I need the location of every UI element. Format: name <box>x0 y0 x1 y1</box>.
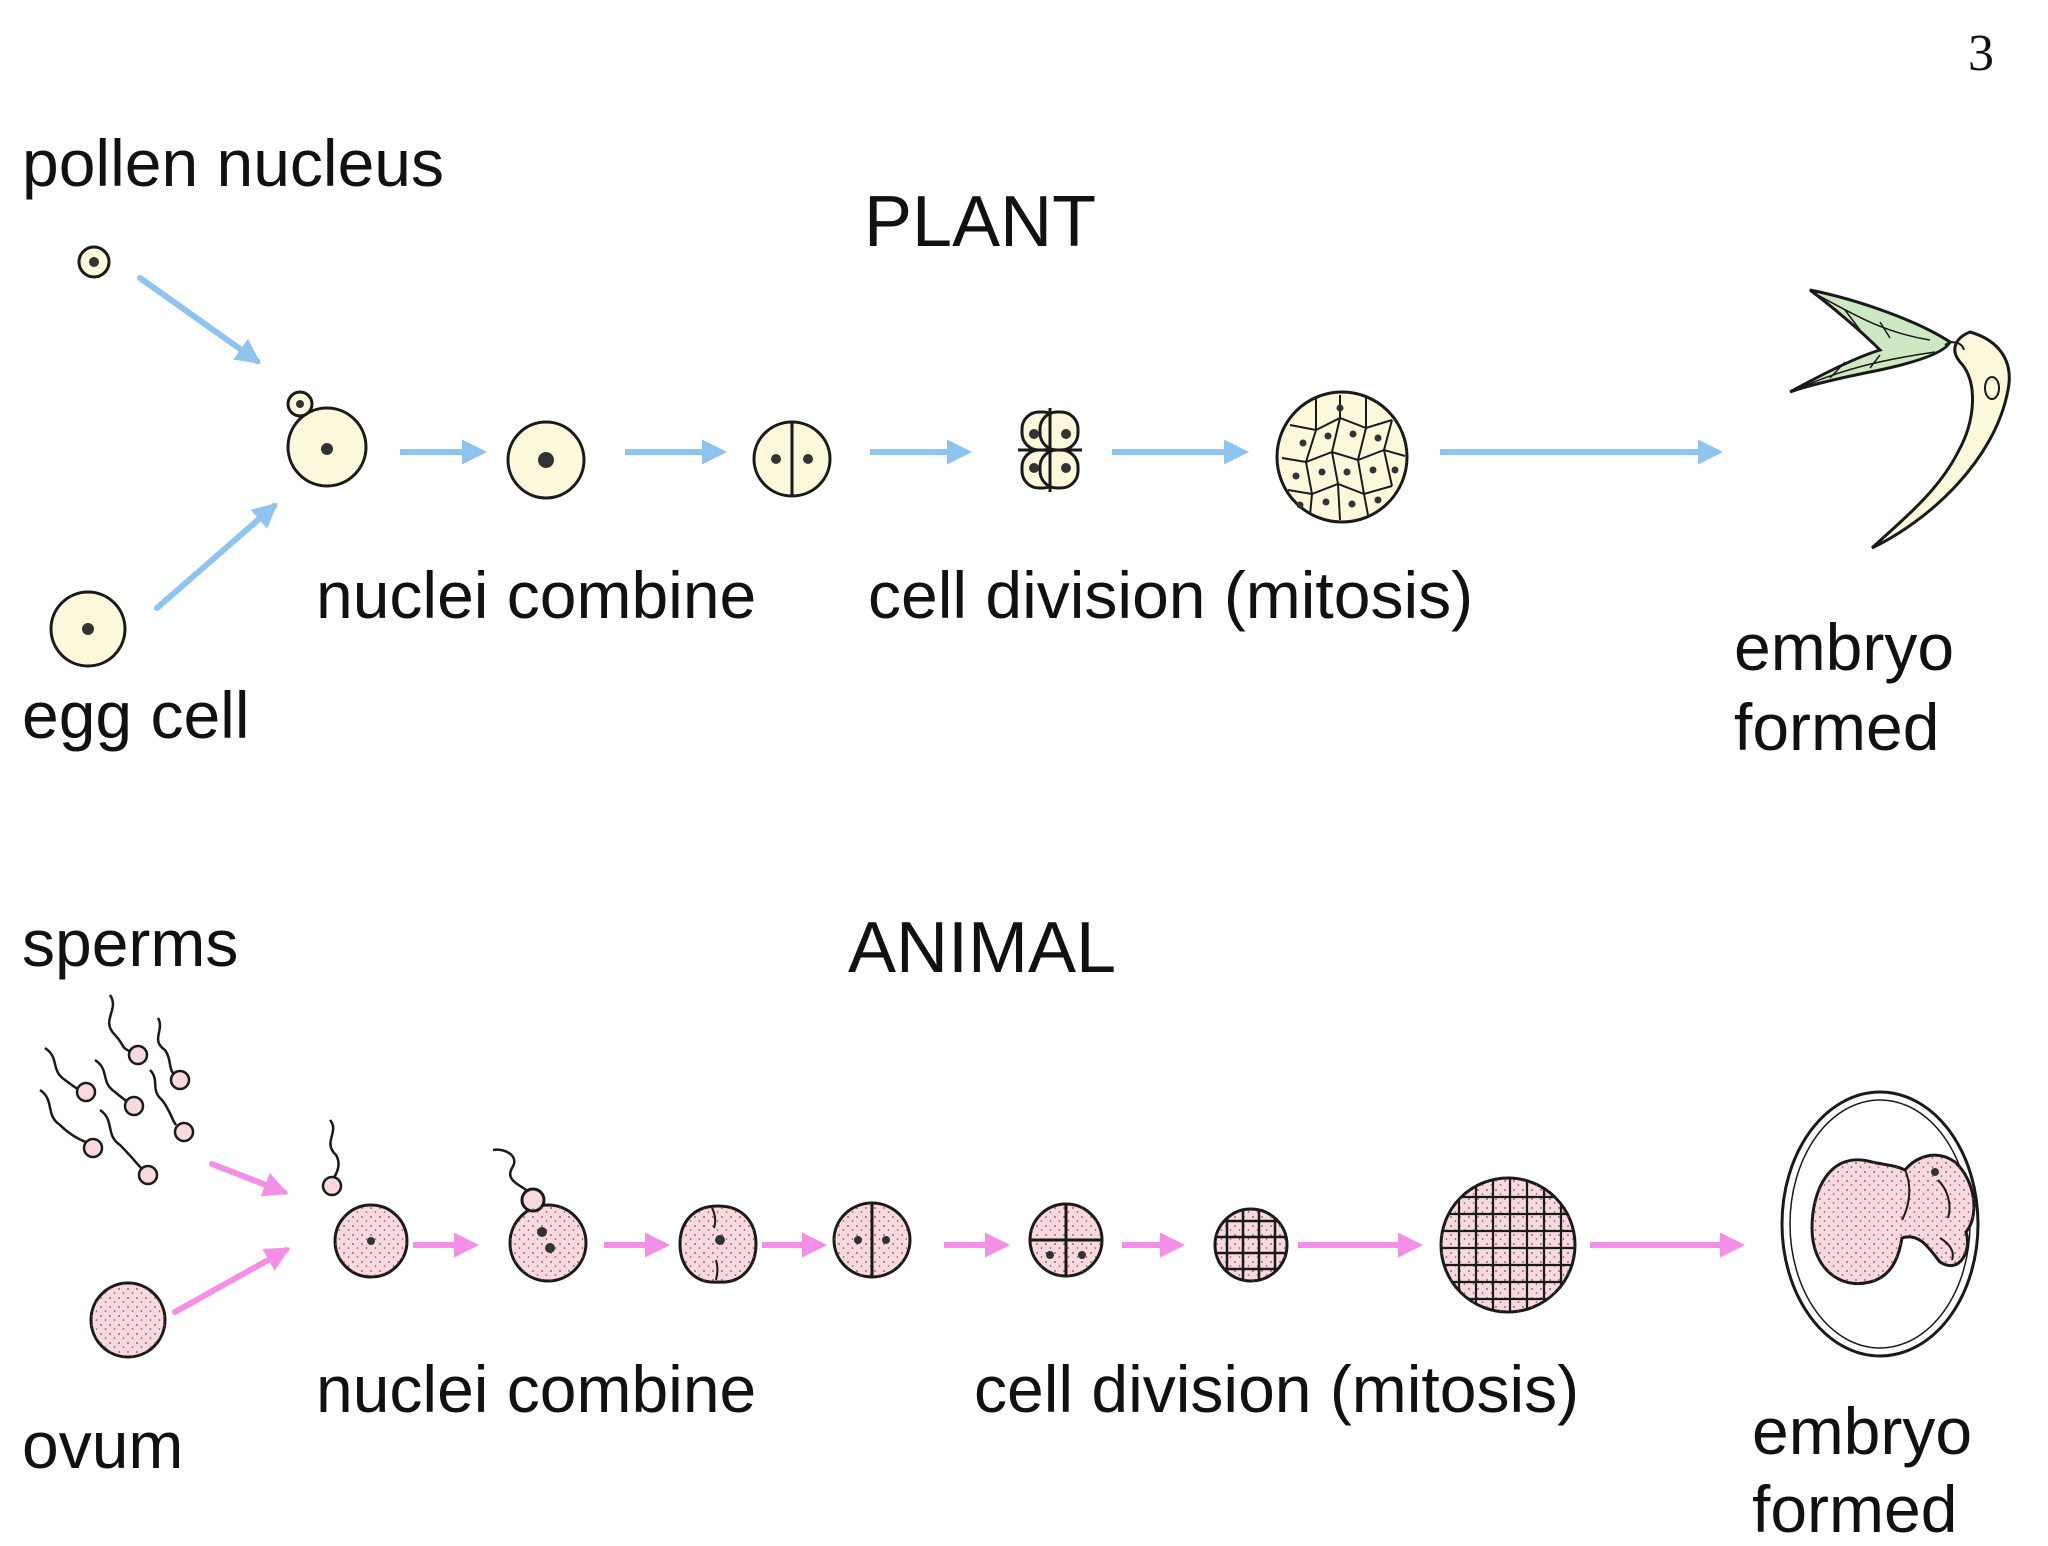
plant-fertilized-cell <box>286 390 368 488</box>
plant-cell-division-label: cell division (mitosis) <box>868 558 1474 632</box>
animal-title: ANIMAL <box>848 908 1117 988</box>
plant-arrow-egg <box>154 502 278 611</box>
animal-zygote <box>678 1204 758 1284</box>
plant-two-cell <box>752 420 832 498</box>
animal-arrow-ovum <box>172 1247 291 1315</box>
animal-fertilization <box>321 1119 409 1279</box>
ovum-cell <box>89 1281 167 1359</box>
page-number: 3 <box>1968 25 1994 82</box>
animal-embryo-label-line1: embryo <box>1752 1394 1973 1468</box>
plant-zygote <box>506 420 586 500</box>
animal-nuclei-combine-label: nuclei combine <box>316 1352 757 1426</box>
plant-nuclei-combine-label: nuclei combine <box>316 558 757 632</box>
animal-two-cell <box>832 1201 912 1279</box>
animal-blastula <box>1439 1176 1577 1314</box>
plant-arrow-pollen <box>137 275 262 364</box>
plant-embryo-label-line2: formed <box>1734 690 1940 764</box>
animal-embryo <box>1780 1090 1980 1358</box>
egg-cell <box>49 590 127 668</box>
animal-embryo-label-line2: formed <box>1752 1472 1958 1546</box>
animal-four-cell <box>1028 1202 1104 1278</box>
animal-morula <box>1213 1207 1289 1283</box>
ovum-label: ovum <box>22 1408 184 1482</box>
animal-sperm-entering <box>492 1148 588 1283</box>
sperm-cluster <box>39 994 195 1186</box>
animal-arrow-sperms <box>209 1161 289 1197</box>
egg-cell-label: egg cell <box>22 678 250 752</box>
plant-embryo-label-line1: embryo <box>1734 610 1955 684</box>
sperms-label: sperms <box>22 906 239 980</box>
pollen-nucleus-cell <box>77 245 111 279</box>
plant-embryo <box>1789 288 2011 550</box>
plant-multicellular <box>1275 390 1409 524</box>
plant-title: PLANT <box>864 182 1097 262</box>
animal-cell-division-label: cell division (mitosis) <box>974 1352 1580 1426</box>
pollen-nucleus-label: pollen nucleus <box>22 126 444 200</box>
plant-four-cell <box>1018 408 1082 492</box>
